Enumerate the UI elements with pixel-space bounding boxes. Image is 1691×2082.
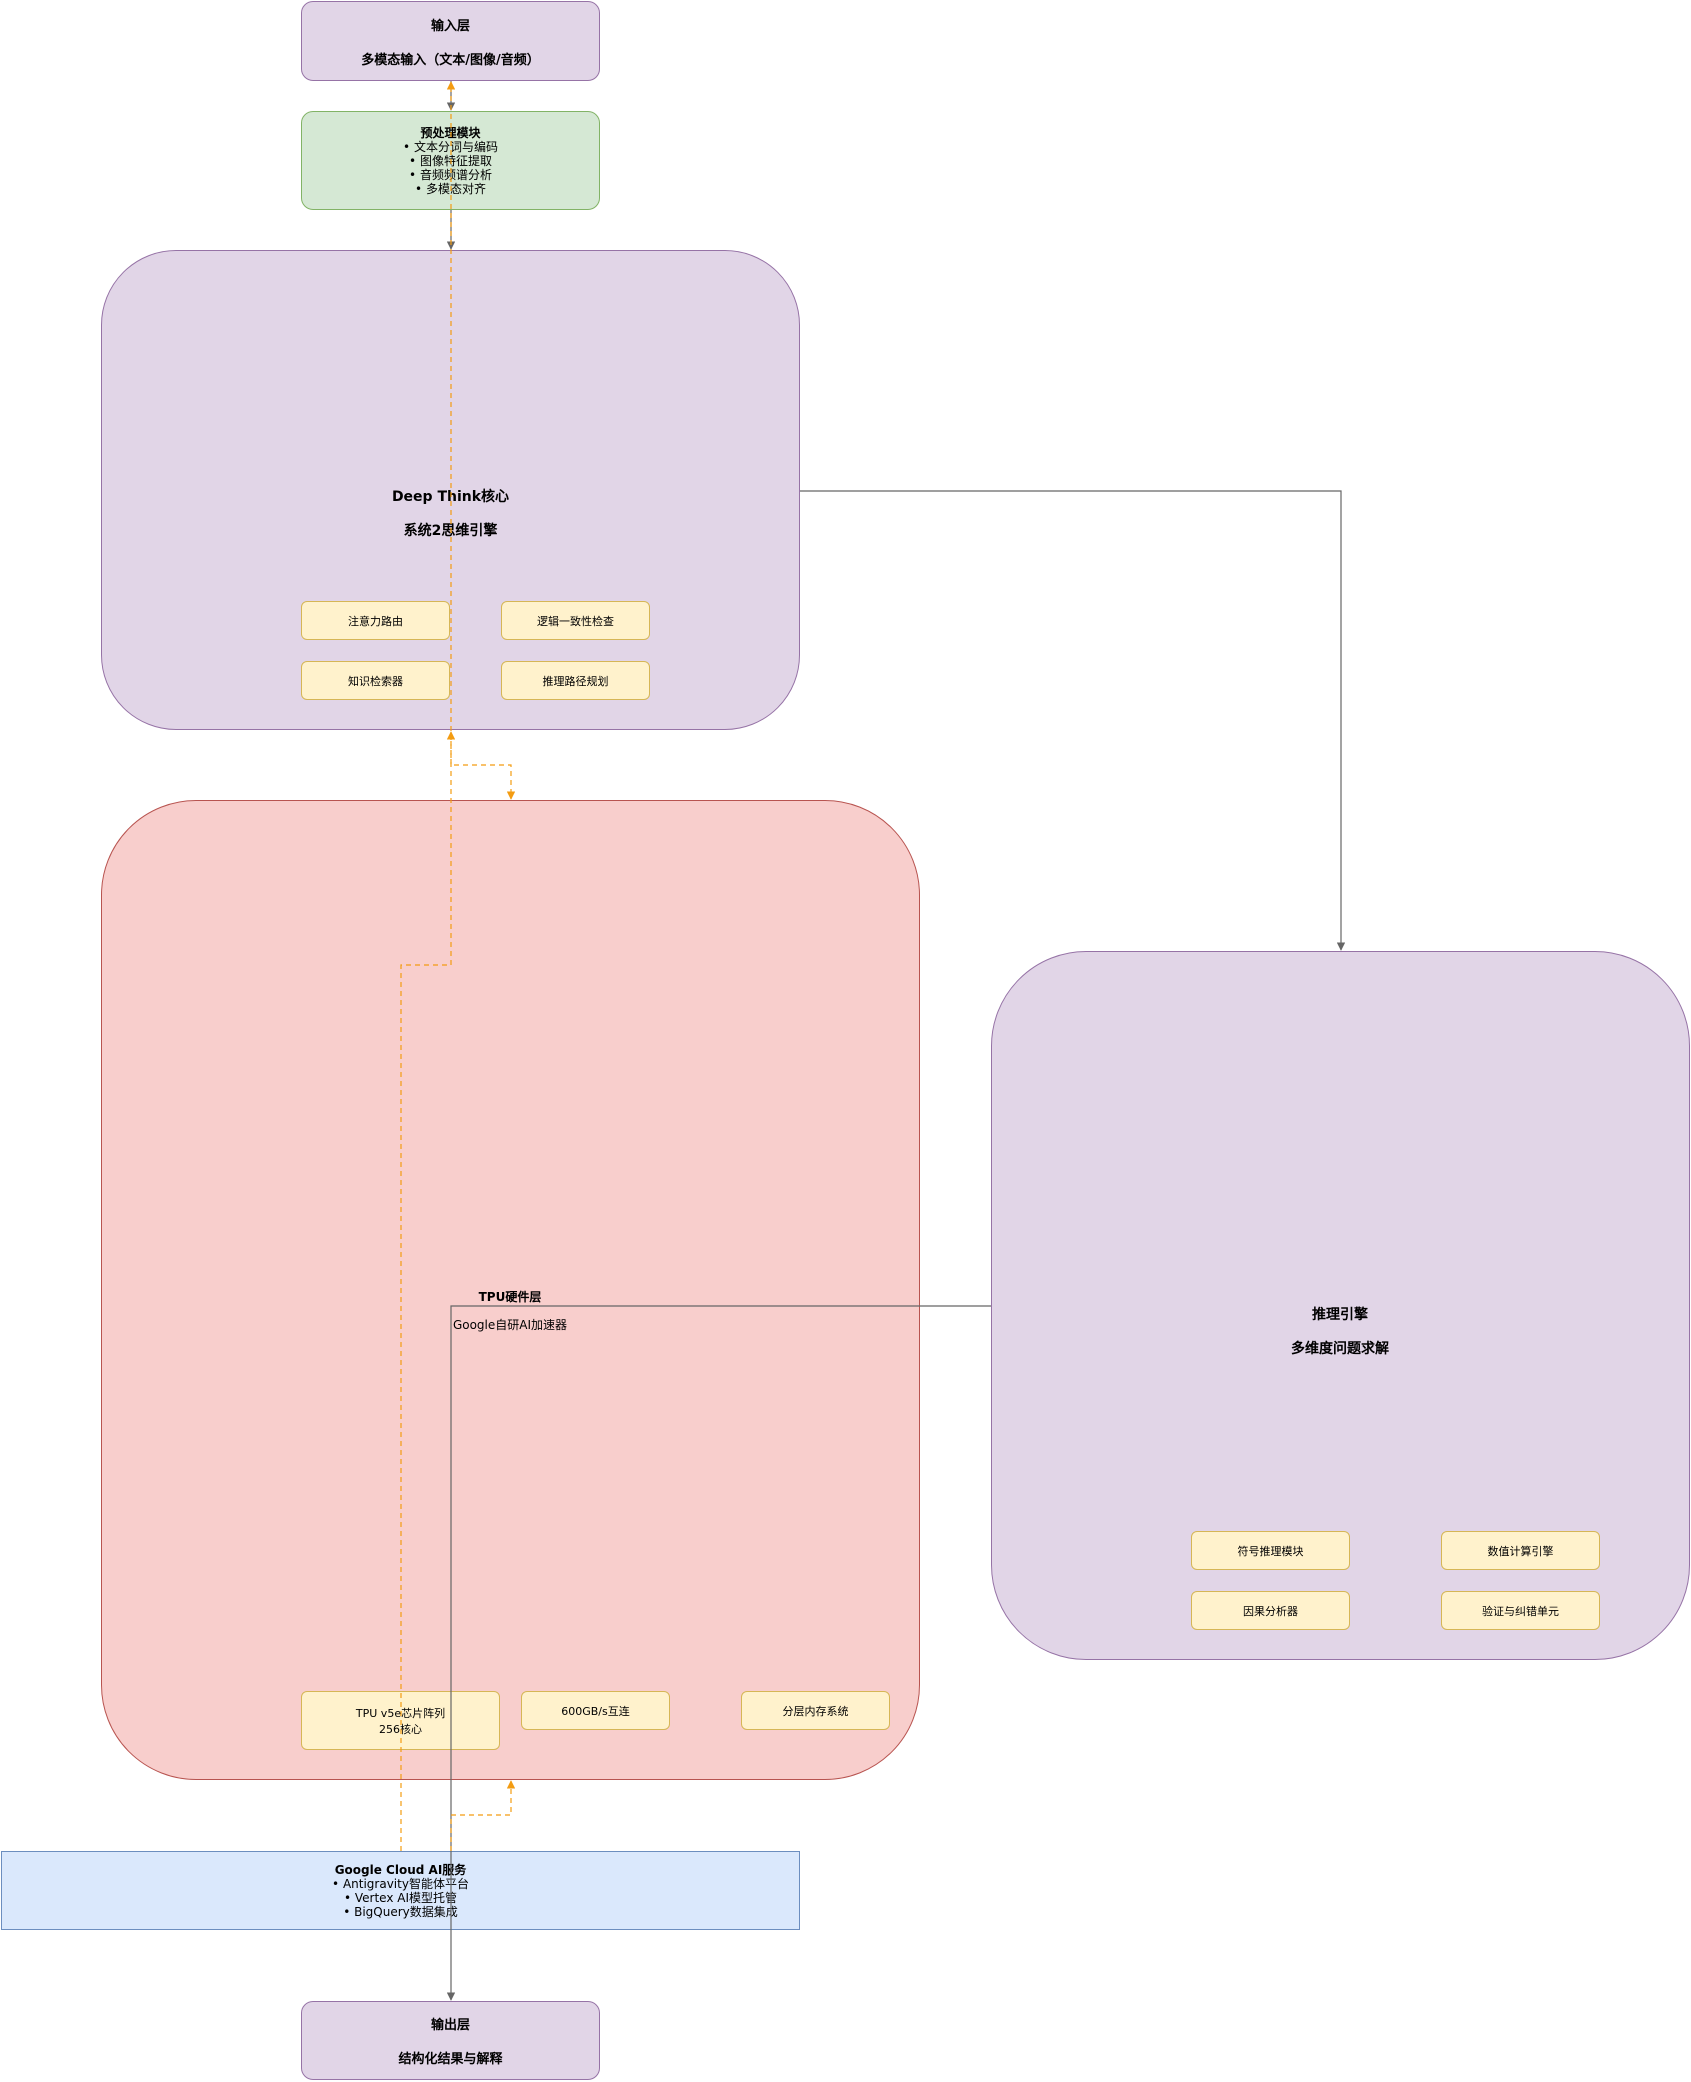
attention-routing-module[interactable]: 注意力路由 [301, 601, 450, 640]
module-label: 推理路径规划 [542, 674, 609, 688]
tpu-layer-label: TPU硬件层 Google自研AI加速器 [410, 1276, 610, 1346]
tpu-chip-array-module[interactable]: TPU v5e芯片阵列 256核心 [301, 1691, 500, 1750]
module-label: 符号推理模块 [1237, 1544, 1304, 1558]
input-layer-subtitle: 多模态输入（文本/图像/音频） [361, 52, 540, 68]
reasoning-path-planning-module[interactable]: 推理路径规划 [501, 661, 650, 700]
output-layer-subtitle: 结构化结果与解释 [398, 2052, 503, 2067]
cloud-services-node[interactable]: Google Cloud AI服务 • Antigravity智能体平台 • V… [1, 1851, 800, 1930]
tpu-layer-subtitle: Google自研AI加速器 [452, 1318, 568, 1332]
module-label: 因果分析器 [1243, 1604, 1298, 1618]
logic-consistency-module[interactable]: 逻辑一致性检查 [501, 601, 650, 640]
output-layer-node[interactable]: 输出层 结构化结果与解释 [301, 2001, 600, 2080]
edge-cloud-to-tpu-dashed [450, 1780, 516, 1851]
reasoning-engine-subtitle: 多维度问题求解 [1291, 1341, 1389, 1357]
module-label: 分层内存系统 [782, 1704, 849, 1718]
module-label: 数值计算引擎 [1487, 1544, 1554, 1558]
interconnect-module[interactable]: 600GB/s互连 [521, 1691, 670, 1730]
symbolic-reasoning-module[interactable]: 符号推理模块 [1191, 1531, 1350, 1570]
preprocess-item: • 多模态对齐 [415, 181, 486, 196]
cloud-services-item: • Vertex AI模型托管 [343, 1890, 458, 1905]
cloud-services-item: • BigQuery数据集成 [343, 1904, 458, 1919]
reasoning-engine-label: 推理引擎 多维度问题求解 [1190, 1290, 1490, 1375]
module-label: 逻辑一致性检查 [537, 614, 614, 628]
verification-correction-module[interactable]: 验证与纠错单元 [1441, 1591, 1600, 1630]
knowledge-retriever-module[interactable]: 知识检索器 [301, 661, 450, 700]
module-label: 知识检索器 [348, 674, 403, 688]
deep-think-label: Deep Think核心 系统2思维引擎 [301, 472, 600, 557]
input-layer-title: 输入层 [430, 18, 470, 34]
preprocess-item: • 图像特征提取 [409, 153, 492, 168]
cloud-services-item: • Antigravity智能体平台 [332, 1876, 469, 1891]
output-layer-title: 输出层 [430, 2018, 470, 2033]
deep-think-subtitle: 系统2思维引擎 [403, 523, 498, 539]
numeric-computation-module[interactable]: 数值计算引擎 [1441, 1531, 1600, 1570]
tiered-memory-module[interactable]: 分层内存系统 [741, 1691, 890, 1730]
preprocess-item: • 文本分词与编码 [403, 139, 498, 154]
module-label: 600GB/s互连 [561, 1704, 630, 1718]
edge-deep-think-to-tpu-dashed [446, 731, 516, 800]
preprocess-item: • 音频频谱分析 [409, 167, 492, 182]
cloud-services-title: Google Cloud AI服务 [334, 1862, 467, 1877]
module-label: TPU v5e芯片阵列 256核心 [355, 1706, 446, 1736]
tpu-layer-title: TPU硬件层 [478, 1290, 542, 1304]
module-label: 注意力路由 [348, 614, 403, 628]
causal-analyzer-module[interactable]: 因果分析器 [1191, 1591, 1350, 1630]
module-label: 验证与纠错单元 [1482, 1604, 1559, 1618]
preprocess-node[interactable]: 预处理模块 • 文本分词与编码 • 图像特征提取 • 音频频谱分析 • 多模态对… [301, 111, 600, 210]
preprocess-title: 预处理模块 [420, 125, 481, 140]
reasoning-engine-title: 推理引擎 [1312, 1307, 1368, 1323]
input-layer-node[interactable]: 输入层 多模态输入（文本/图像/音频） [301, 1, 600, 81]
deep-think-title: Deep Think核心 [391, 489, 510, 505]
